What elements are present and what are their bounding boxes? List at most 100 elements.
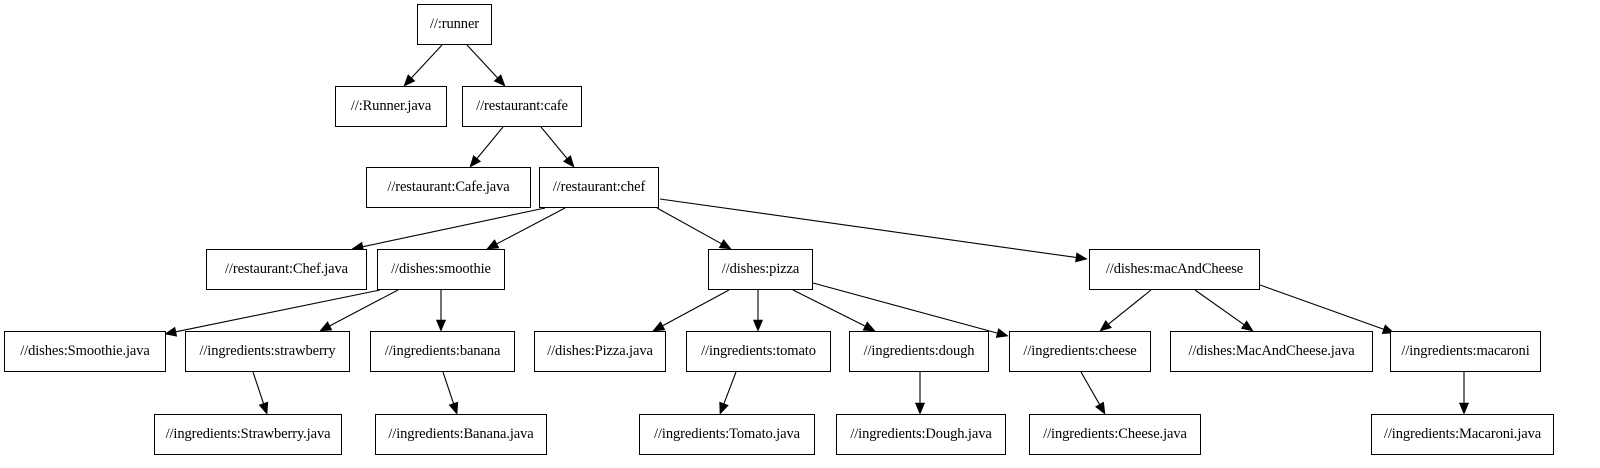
graph-node-banana_java[interactable]: //ingredients:Banana.java — [375, 414, 547, 455]
graph-node-label: //dishes:macAndCheese — [1105, 261, 1244, 278]
graph-edge-macandcheese-to-macandcheese_java — [1194, 289, 1254, 332]
edge-line — [812, 282, 998, 334]
graph-node-label: //ingredients:Macaroni.java — [1383, 426, 1542, 443]
graph-edge-pizza-to-dough — [792, 289, 876, 332]
edge-line — [496, 207, 566, 245]
edge-line — [442, 371, 455, 404]
graph-node-runner[interactable]: //:runner — [417, 4, 492, 45]
graph-node-smoothie_java[interactable]: //dishes:Smoothie.java — [4, 331, 166, 372]
graph-edge-cafe-to-cafe_java — [469, 126, 504, 168]
graph-edge-strawberry-to-strawberry_java — [252, 371, 269, 415]
edge-arrowhead — [862, 321, 876, 332]
graph-node-label: //:runner — [429, 16, 480, 33]
graph-edge-chef-to-smoothie — [486, 207, 566, 250]
edge-line — [1259, 284, 1384, 330]
graph-node-cafe[interactable]: //restaurant:cafe — [462, 86, 582, 127]
graph-node-cheese_java[interactable]: //ingredients:Cheese.java — [1029, 414, 1201, 455]
graph-node-label: //ingredients:banana — [384, 343, 501, 360]
edge-arrowhead — [486, 239, 500, 250]
graph-edge-pizza-to-tomato — [752, 290, 764, 332]
edge-line — [1080, 371, 1101, 405]
graph-node-label: //dishes:Smoothie.java — [20, 343, 150, 360]
edge-arrowhead — [1095, 401, 1106, 415]
edge-line — [540, 126, 568, 159]
graph-edge-chef-to-macandcheese — [659, 198, 1088, 263]
graph-node-chef[interactable]: //restaurant:chef — [539, 167, 659, 208]
edge-arrowhead — [1240, 320, 1254, 332]
edge-arrowhead — [403, 74, 416, 87]
graph-node-cheese[interactable]: //ingredients:cheese — [1009, 331, 1151, 372]
edge-arrowhead — [652, 321, 666, 332]
edge-line — [723, 371, 737, 404]
graph-node-tomato[interactable]: //ingredients:tomato — [686, 331, 831, 372]
edge-arrowhead — [562, 155, 575, 168]
graph-node-macandcheese[interactable]: //dishes:macAndCheese — [1089, 249, 1260, 290]
graph-node-label: //ingredients:cheese — [1023, 343, 1137, 360]
graph-edge-tomato-to-tomato_java — [719, 371, 737, 415]
graph-node-label: //:Runner.java — [350, 98, 432, 115]
graph-node-label: //restaurant:cafe — [476, 98, 568, 115]
graph-node-pizza[interactable]: //dishes:pizza — [708, 249, 813, 290]
graph-edge-macaroni-to-macaroni_java — [1458, 372, 1470, 415]
graph-node-strawberry[interactable]: //ingredients:strawberry — [185, 331, 350, 372]
graph-node-label: //ingredients:dough — [863, 343, 975, 360]
edge-line — [175, 289, 381, 333]
edge-line — [792, 289, 866, 327]
graph-edge-pizza-to-cheese — [812, 282, 1009, 338]
graph-node-strawberry_java[interactable]: //ingredients:Strawberry.java — [154, 414, 342, 455]
graph-node-chef_java[interactable]: //restaurant:Chef.java — [206, 249, 367, 290]
graph-node-pizza_java[interactable]: //dishes:Pizza.java — [534, 331, 666, 372]
edge-line — [411, 44, 443, 79]
graph-edge-smoothie-to-strawberry — [319, 289, 399, 332]
edge-line — [252, 371, 265, 404]
graph-edge-dough-to-dough_java — [914, 372, 926, 415]
edge-arrowhead — [435, 319, 447, 332]
edge-arrowhead — [914, 402, 926, 415]
graph-edge-banana-to-banana_java — [442, 371, 459, 415]
graph-edge-runner-to-cafe — [466, 44, 506, 87]
graph-node-cafe_java[interactable]: //restaurant:Cafe.java — [366, 167, 531, 208]
graph-node-label: //ingredients:Cheese.java — [1043, 426, 1187, 443]
graph-node-macandcheese_java[interactable]: //dishes:MacAndCheese.java — [1170, 331, 1373, 372]
graph-node-runner_java[interactable]: //:Runner.java — [335, 86, 447, 127]
graph-node-label: //ingredients:Strawberry.java — [165, 426, 331, 443]
edge-line — [329, 289, 399, 327]
edge-arrowhead — [1458, 402, 1470, 415]
edge-arrowhead — [718, 239, 732, 250]
graph-node-macaroni_java[interactable]: //ingredients:Macaroni.java — [1371, 414, 1554, 455]
graph-node-label: //restaurant:Chef.java — [224, 261, 348, 278]
edge-line — [656, 207, 722, 245]
graph-node-label: //ingredients:Dough.java — [850, 426, 992, 443]
edge-line — [476, 126, 504, 159]
graph-node-smoothie[interactable]: //dishes:smoothie — [377, 249, 505, 290]
edge-line — [1108, 289, 1152, 325]
graph-edge-cheese-to-cheese_java — [1080, 371, 1106, 415]
graph-node-label: //dishes:MacAndCheese.java — [1188, 343, 1355, 360]
graph-node-label: //dishes:smoothie — [391, 261, 491, 278]
graph-edge-chef-to-chef_java — [351, 207, 546, 252]
graph-edge-smoothie-to-banana — [435, 290, 447, 332]
edge-line — [362, 207, 546, 248]
graph-node-dough[interactable]: //ingredients:dough — [849, 331, 989, 372]
graph-edge-pizza-to-pizza_java — [652, 289, 730, 332]
graph-edge-smoothie-to-smoothie_java — [164, 289, 381, 337]
graph-node-banana[interactable]: //ingredients:banana — [370, 331, 515, 372]
edge-arrowhead — [448, 401, 459, 415]
edge-arrowhead — [1075, 252, 1088, 263]
graph-node-label: //restaurant:Cafe.java — [387, 179, 510, 196]
edge-line — [466, 44, 498, 79]
graph-node-tomato_java[interactable]: //ingredients:Tomato.java — [639, 414, 815, 455]
edge-arrowhead — [319, 321, 333, 332]
graph-node-macaroni[interactable]: //ingredients:macaroni — [1390, 331, 1541, 372]
edge-line — [662, 289, 730, 327]
edge-arrowhead — [258, 401, 269, 415]
edge-arrowhead — [1099, 319, 1112, 332]
edge-arrowhead — [752, 319, 764, 332]
graph-node-label: //ingredients:strawberry — [199, 343, 336, 360]
edge-line — [659, 198, 1077, 259]
graph-edge-runner-to-runner_java — [403, 44, 443, 87]
graph-node-label: //dishes:pizza — [721, 261, 800, 278]
graph-node-dough_java[interactable]: //ingredients:Dough.java — [836, 414, 1006, 455]
